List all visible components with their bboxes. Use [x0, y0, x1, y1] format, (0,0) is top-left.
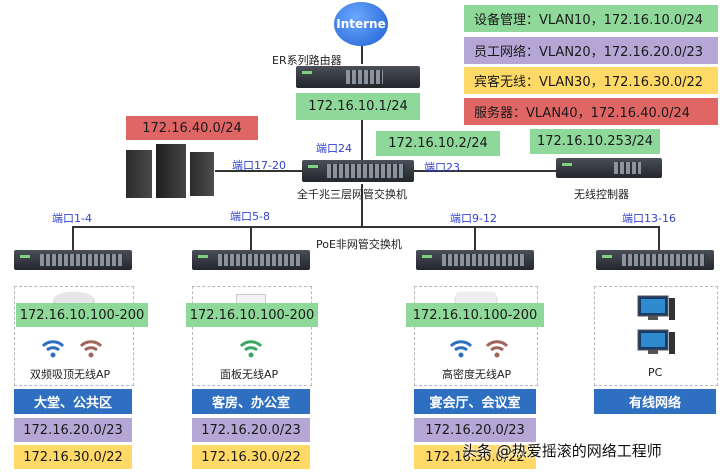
router-ip-tag: 172.16.10.1/24 [296, 93, 420, 120]
poe-switch-3[interactable] [416, 250, 534, 270]
device-label-1: 双频吸顶无线AP [30, 368, 111, 381]
poe-switch-2[interactable] [192, 250, 310, 270]
watermark: 头条 @热爱摇滚的网络工程师 [462, 442, 662, 460]
wifi-blue-icon [449, 340, 473, 358]
device-label-3: 高密度无线AP [442, 368, 512, 381]
staff-subnet-tag-2: 172.16.20.0/23 [192, 418, 310, 442]
router-device[interactable] [296, 66, 420, 88]
device-box-4 [594, 286, 718, 386]
area-tag-4: 有线网络 [594, 389, 716, 414]
staff-subnet-tag-1: 172.16.20.0/23 [14, 418, 132, 442]
device-box-2 [192, 286, 312, 386]
legend-item-vlan10: 设备管理：VLAN10，172.16.10.0/24 [464, 5, 718, 32]
pc-icon [637, 295, 675, 354]
link-core-down [361, 184, 363, 227]
port-23-label: 端口23 [424, 161, 460, 174]
server-icon [126, 144, 214, 198]
controller-device[interactable] [556, 158, 662, 178]
link-server-core [215, 170, 305, 172]
guest-subnet-tag-3: 172.16.30.0/22 [414, 445, 536, 469]
controller-label: 无线控制器 [574, 188, 629, 201]
area-tag-1: 大堂、公共区 [14, 389, 132, 414]
device-label-2: 面板无线AP [220, 368, 279, 381]
wifi-green-icon [239, 340, 263, 358]
drop-1 [72, 226, 74, 250]
port-1-4-label: 端口1-4 [52, 212, 92, 225]
ap-range-tag-1: 172.16.10.100-200 [16, 303, 148, 327]
link-core-controller [412, 170, 560, 172]
guest-subnet-tag-2: 172.16.30.0/22 [192, 445, 310, 469]
distribution-bus [72, 226, 660, 228]
core-switch-device[interactable] [302, 160, 414, 182]
port-5-8-label: 端口5-8 [230, 210, 270, 223]
staff-subnet-tag-3: 172.16.20.0/23 [414, 418, 536, 442]
wifi-blue-icon [41, 340, 65, 358]
drop-3 [474, 226, 476, 250]
ap-range-tag-3: 172.16.10.100-200 [406, 303, 544, 327]
port-13-16-label: 端口13-16 [622, 212, 676, 225]
router-label: ER系列路由器 [272, 54, 342, 67]
area-tag-2: 客房、办公室 [192, 389, 310, 414]
legend-item-vlan30: 宾客无线：VLAN30，172.16.30.0/22 [464, 67, 718, 94]
core-switch-ip-tag: 172.16.10.2/24 [376, 131, 500, 156]
guest-subnet-tag-1: 172.16.30.0/22 [14, 445, 132, 469]
device-box-1 [14, 286, 134, 386]
device-label-4: PC [648, 366, 663, 379]
ap-range-tag-2: 172.16.10.100-200 [186, 303, 318, 327]
wifi-brown-icon [79, 340, 103, 358]
controller-ip-tag: 172.16.10.253/24 [530, 129, 660, 154]
poe-switch-1[interactable] [14, 250, 132, 270]
area-tag-3: 宴会厅、会议室 [414, 389, 536, 414]
port-9-12-label: 端口9-12 [450, 212, 497, 225]
device-box-3 [414, 286, 538, 386]
link-internet-router [361, 44, 363, 64]
legend-item-vlan20: 员工网络：VLAN20，172.16.20.0/23 [464, 37, 718, 64]
poe-switch-4[interactable] [596, 250, 714, 270]
poe-switch-label: PoE非网管交换机 [316, 238, 402, 251]
drop-2 [250, 226, 252, 250]
port-17-20-label: 端口17-20 [232, 159, 286, 172]
core-switch-label: 全千兆三层网管交换机 [297, 188, 407, 201]
server-net-tag: 172.16.40.0/24 [126, 116, 258, 140]
wifi-brown-icon [485, 340, 509, 358]
drop-4 [658, 226, 660, 250]
link-router-core [361, 120, 363, 160]
port-24-label: 端口24 [316, 142, 352, 155]
legend-item-vlan40: 服务器：VLAN40，172.16.40.0/24 [464, 98, 718, 125]
internet-cloud: Interne [334, 2, 388, 46]
internet-label: Interne [336, 17, 386, 31]
